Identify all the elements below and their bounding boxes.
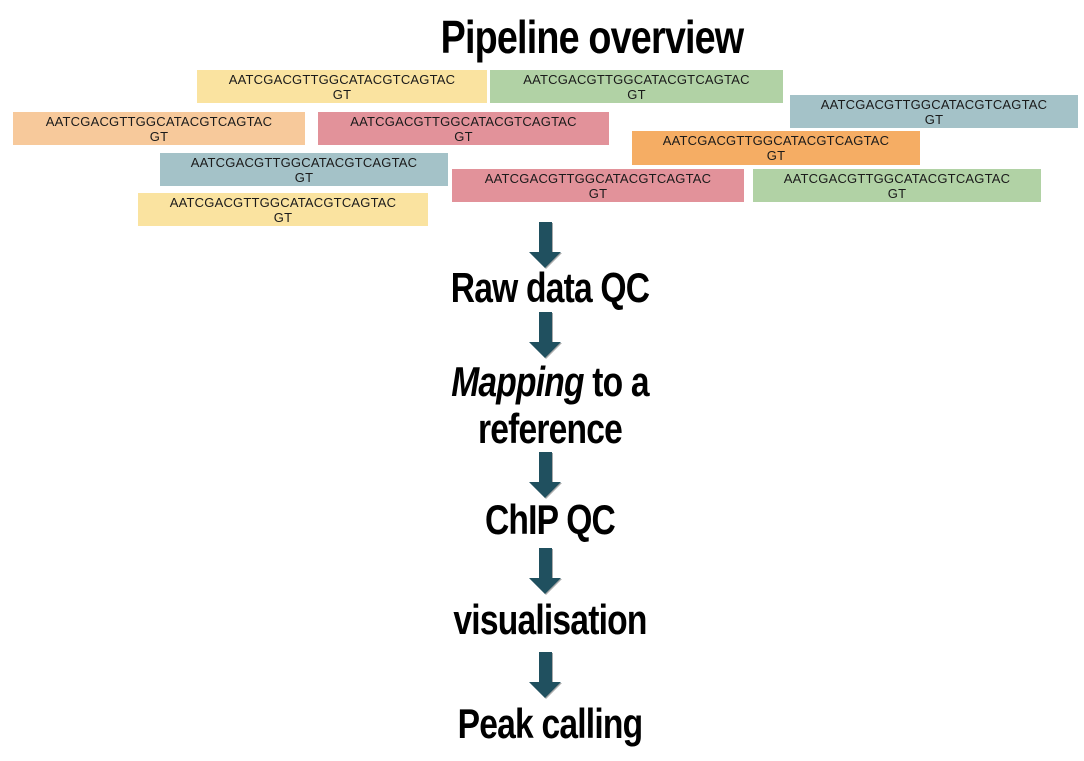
sequence-line1: AATCGACGTTGGCATACGTCAGTAC (820, 97, 1048, 112)
sequence-line1: AATCGACGTTGGCATACGTCAGTAC (190, 155, 418, 170)
sequence-read: AATCGACGTTGGCATACGTCAGTAC GT (13, 112, 305, 145)
sequence-read: AATCGACGTTGGCATACGTCAGTAC GT (138, 193, 428, 226)
sequence-line2: GT (627, 87, 646, 102)
sequence-line2: GT (588, 186, 608, 201)
down-arrow-icon (529, 312, 561, 358)
sequence-line2: GT (887, 186, 907, 201)
sequence-line1: AATCGACGTTGGCATACGTCAGTAC (662, 133, 890, 148)
sequence-read: AATCGACGTTGGCATACGTCAGTAC GT (632, 131, 920, 165)
step-mapping-rest: to a (583, 358, 649, 405)
step-mapping-italic: Mapping (451, 358, 584, 405)
step-chip-qc: ChIP QC (484, 496, 616, 543)
sequence-line1: AATCGACGTTGGCATACGTCAGTAC (484, 171, 712, 186)
sequence-line2: GT (332, 87, 352, 102)
step-mapping-line2: reference (477, 405, 623, 453)
sequence-line2: GT (924, 112, 944, 127)
sequence-read: AATCGACGTTGGCATACGTCAGTAC GT (490, 70, 783, 103)
sequence-line2: GT (149, 129, 169, 144)
sequence-line2: GT (766, 148, 786, 163)
sequence-line2: GT (294, 170, 314, 185)
sequence-line1: AATCGACGTTGGCATACGTCAGTAC (783, 171, 1011, 186)
down-arrow-icon (529, 548, 561, 594)
sequence-line1: AATCGACGTTGGCATACGTCAGTAC (45, 114, 273, 129)
step-raw-data-qc: Raw data QC (450, 264, 650, 311)
sequence-read: AATCGACGTTGGCATACGTCAGTAC GT (318, 112, 609, 145)
sequence-line2: GT (454, 129, 473, 144)
sequence-read: AATCGACGTTGGCATACGTCAGTAC GT (790, 95, 1078, 128)
down-arrow-icon (529, 222, 561, 268)
sequence-line1: AATCGACGTTGGCATACGTCAGTAC (523, 72, 750, 87)
page-title: Pipeline overview (440, 11, 744, 63)
sequence-line1: AATCGACGTTGGCATACGTCAGTAC (350, 114, 577, 129)
down-arrow-icon (529, 652, 561, 698)
sequence-read: AATCGACGTTGGCATACGTCAGTAC GT (753, 169, 1041, 202)
step-peak-calling: Peak calling (457, 700, 643, 747)
sequence-read: AATCGACGTTGGCATACGTCAGTAC GT (452, 169, 744, 202)
sequence-line1: AATCGACGTTGGCATACGTCAGTAC (169, 195, 397, 210)
sequence-line2: GT (273, 210, 293, 225)
down-arrow-icon (529, 452, 561, 498)
sequence-read: AATCGACGTTGGCATACGTCAGTAC GT (160, 153, 448, 186)
step-visualisation: visualisation (453, 596, 647, 643)
sequence-line1: AATCGACGTTGGCATACGTCAGTAC (228, 72, 456, 87)
sequence-read: AATCGACGTTGGCATACGTCAGTAC GT (197, 70, 487, 103)
